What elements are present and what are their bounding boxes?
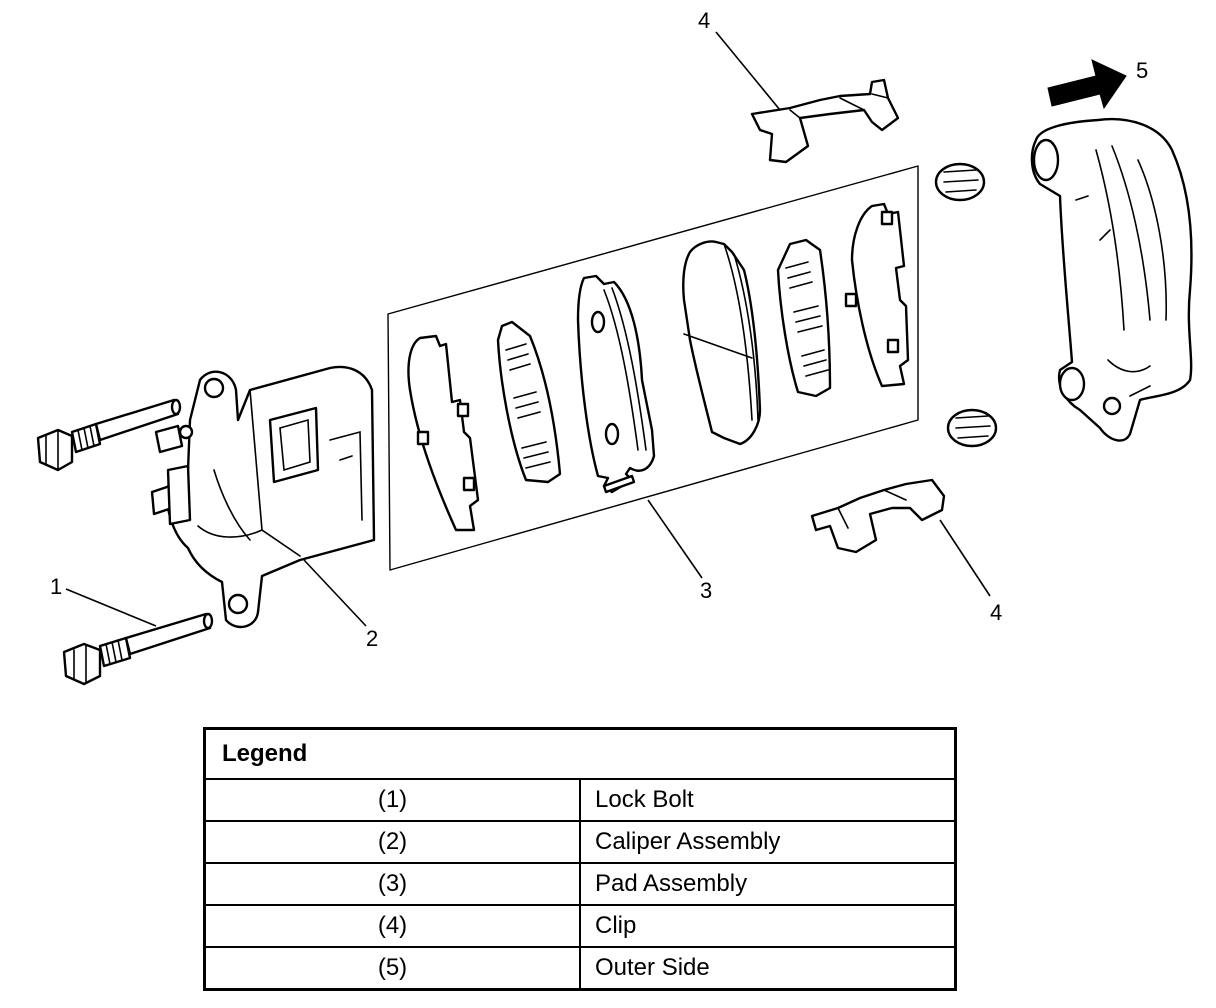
legend-row: (2) Caliper Assembly [206,820,954,865]
callout-3: 3 [700,578,712,603]
legend-row: (4) Clip [206,904,954,949]
legend-table: Legend (1) Lock Bolt (2) Caliper Assembl… [203,727,957,991]
legend-row: (1) Lock Bolt [206,777,954,823]
leader-lines [65,31,991,627]
callout-1: 1 [50,574,62,599]
legend-row: (5) Outer Side [206,946,954,988]
lock-bolt-lower [62,612,214,686]
caliper-bracket [1030,118,1193,442]
legend-number: (3) [206,862,581,907]
lock-bolt-upper [36,398,182,472]
legend-label: Pad Assembly [579,862,954,907]
callout-4-bottom: 4 [990,600,1002,625]
legend-row: (3) Pad Assembly [206,862,954,907]
callout-4-top: 4 [698,8,710,33]
caliper-assembly [150,365,376,629]
callout-5: 5 [1136,58,1148,83]
boot-upper [934,162,986,202]
clip-upper [750,78,900,164]
callout-2: 2 [366,626,378,651]
legend-number: (5) [206,946,581,988]
outer-side-arrow [1047,59,1127,110]
pad-assembly [387,165,919,571]
legend-title: Legend [206,730,954,780]
legend-number: (2) [206,820,581,865]
exploded-brake-diagram: 1 2 3 4 4 5 [36,8,1193,686]
clip-lower [810,478,946,554]
legend-label: Outer Side [579,946,954,988]
legend-number: (1) [206,777,581,823]
boot-lower [946,408,998,448]
legend-label: Clip [579,904,954,949]
legend-label: Lock Bolt [579,777,954,823]
legend-number: (4) [206,904,581,949]
legend-label: Caliper Assembly [579,820,954,865]
